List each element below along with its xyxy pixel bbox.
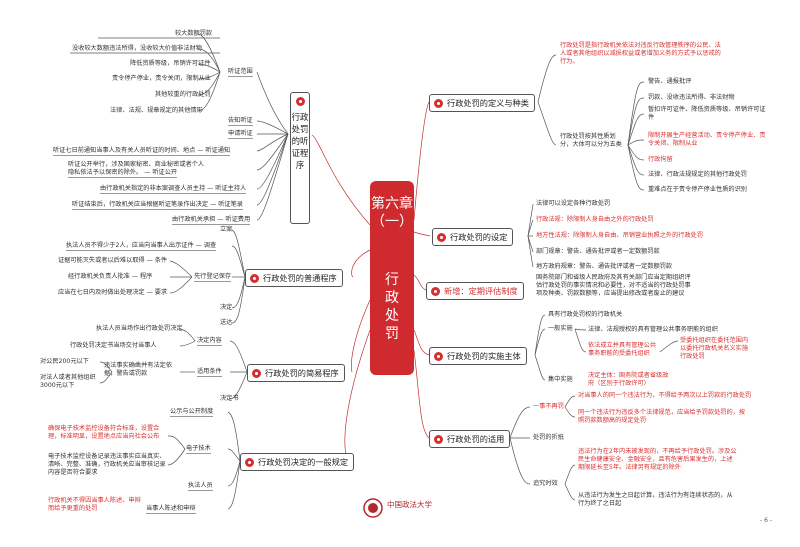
leaf: 警告、通报批评 xyxy=(648,78,692,85)
leaf: 决定主体：国务院或者省级政府（区别于行政许可） xyxy=(588,372,669,387)
leaf: 应当在七日内及时做出处理决定 — 要求 xyxy=(58,289,168,296)
node: 告知听证 xyxy=(228,117,253,126)
node: 电子技术 xyxy=(186,445,211,454)
topic-setting[interactable]: 行政处罚的设定 xyxy=(432,228,514,246)
topic-general-decision-procedure[interactable]: 行政处罚决定的一般规定 xyxy=(240,453,355,471)
leaf: 同一个违法行为违反多个法律规范，应当给予罚款处罚的，按照罚款数额高的规定处罚 xyxy=(578,409,746,424)
leaf: 限制开展生产经营活动、责令停产停业、责令关闭、限制从业 xyxy=(648,132,766,147)
seal-icon xyxy=(363,498,383,518)
node: 当事人陈述和申辩 xyxy=(146,505,196,514)
leaf: 重难点在于责令停产停业性质的识别 xyxy=(648,186,747,193)
topic-hearing-procedure[interactable]: 行政处罚的听证程序 xyxy=(290,92,310,224)
leaf: 行政法规：除限制人身自由之外的行政处罚 xyxy=(536,216,654,223)
node: 听证七日前通知当事人及有关人员听证的时间、地点 — 听证通知 xyxy=(53,147,231,156)
node: 由行政机关指定的非本案调查人员主持 — 听证主持人 xyxy=(100,185,247,194)
topic-implementing-subject[interactable]: 行政处罚的实施主体 xyxy=(429,347,527,365)
leaf: 降低资质等级，吊销许可证件 xyxy=(130,60,211,67)
node: 先行登记保存 xyxy=(194,273,232,282)
node: 决定书 xyxy=(220,395,239,402)
central-topic-chapter: 第六章（一） xyxy=(371,196,413,230)
leaf: 确保电子技术监控设备符合标准，设置合理，标准明显，设置地点应当向社会公布 xyxy=(48,425,160,440)
topic-application[interactable]: 行政处罚的适用 xyxy=(429,430,511,448)
bullet-icon xyxy=(245,457,254,467)
leaf: 行政处罚是指行政机关依法对违反行政管理秩序的公民、法人或者其他组织以减损权益或者… xyxy=(560,42,721,65)
node-hearing-scope: 听证范围 xyxy=(228,68,253,77)
node: 追究时效 xyxy=(533,480,558,487)
leaf: 法律、法规授权的具有管理公共事务职能的组织 xyxy=(588,326,718,333)
node: 处罚的折抵 xyxy=(533,434,564,441)
leaf: 受委托组织在委托范围内以委托行政机关名义实施行政处罚 xyxy=(680,337,749,360)
node: 送达 xyxy=(220,319,233,326)
leaf: 依法成立并具有管理公共事务职能的受委托组织 xyxy=(588,342,657,357)
topic-simple-procedure[interactable]: 行政处罚的简易程序 xyxy=(247,364,345,382)
node: 听证结束后，行政机关应当根据听证笔录作出决定 — 听证笔录 xyxy=(72,201,243,210)
leaf: 对公民200元以下 xyxy=(40,358,89,365)
node: 申请听证 xyxy=(228,130,253,139)
page-number: - 6 - xyxy=(760,517,772,524)
central-topic-title: 行政处罚 xyxy=(385,272,399,342)
leaf: 违法事实确凿并有法定依据，警告或罚款 xyxy=(104,362,173,377)
node: 执法人员 xyxy=(188,482,213,491)
leaf: 法律可以设定各种行政处罚 xyxy=(536,200,611,207)
leaf: 违法行为在2年内未被发现的，不再给予行政处罚。涉及公民生命健康安全、金融安全，且… xyxy=(578,448,737,471)
node: 行政处罚按其性质划分，大体可以分为五类 xyxy=(560,133,622,148)
leaf: 对当事人的同一个违法行为，不得给予两次以上罚款的行政处罚 xyxy=(578,392,752,399)
bullet-icon xyxy=(295,97,305,106)
node: 公示与公开制度 xyxy=(170,408,214,417)
leaf: 法律、法规、规章规定的其他情形 xyxy=(110,107,203,114)
central-topic: 第六章（一） 行政处罚 xyxy=(370,181,414,375)
topic-general-procedure[interactable]: 行政处罚的普通程序 xyxy=(245,269,343,287)
leaf: 较大数额罚款 xyxy=(175,30,213,37)
leaf: 证据可能灭失或者以后难以取得 — 条件 xyxy=(58,257,168,264)
leaf: 暂扣许可证件、降低资质等级、吊销许可证件 xyxy=(648,106,766,121)
leaf: 没收较大数额违法所得，没收较大价值非法财物 xyxy=(72,45,202,52)
leaf: 法律、行政法规规定的其他行政处罚 xyxy=(648,171,747,178)
leaf: 地方性法规：除限制人身自由、吊销营业执照之外的行政处罚 xyxy=(536,232,704,239)
node: 执法人员不得少于2人，应当向当事人出示证件 — 调查 xyxy=(66,242,217,251)
leaf: 地方政府规章：警告、通告批评或者一定数额罚款 xyxy=(536,263,673,270)
leaf: 隐私依法予以保密的除外。 — 听证公开 xyxy=(68,169,178,178)
leaf: 对法人或者其他组织3000元以下 xyxy=(40,374,96,389)
node: 一事不再罚 xyxy=(533,403,564,410)
bullet-icon xyxy=(252,368,261,378)
node: 适用条件 xyxy=(197,368,222,377)
node: 立案 xyxy=(220,226,233,233)
node: 由行政机关承担 — 听证费用 xyxy=(172,216,251,225)
node: 决定内容 xyxy=(197,337,222,346)
bullet-icon xyxy=(437,232,446,242)
leaf: 国务院部门和省级人民政府及其有关部门应当定期组织评估行政处罚的事实情况和必要性，… xyxy=(536,274,691,297)
bullet-icon xyxy=(434,434,443,444)
topic-definition-types[interactable]: 行政处罚的定义与种类 xyxy=(429,94,535,112)
leaf: 行政处罚决定书当场交付当事人 xyxy=(70,342,157,349)
bullet-icon xyxy=(434,351,443,361)
leaf: 经行政机关负责人批准 — 程序 xyxy=(68,273,153,280)
leaf: 听证公开举行，涉及国家秘密、商业秘密或者个人 xyxy=(68,161,205,168)
logo-text: 中国政法大学 xyxy=(387,500,432,509)
university-logo: 中国政法大学 xyxy=(363,497,443,523)
leaf: 行政机关不得因当事人陈述、申辩而给予更重的处罚 xyxy=(48,497,141,512)
leaf: 具有行政处罚权的行政机关 xyxy=(548,311,623,318)
leaf: 电子技术监控设备记录违法事实应当真实、清晰、完整、准确，行政机关应当审核记录内容… xyxy=(48,453,166,476)
topic-new-evaluation[interactable]: 新增：定期评估制度 xyxy=(426,282,524,300)
leaf: 执法人员当场作出行政处罚决定 xyxy=(96,325,183,332)
bullet-icon xyxy=(250,273,259,283)
node: 一般实施 xyxy=(548,325,573,332)
node: 集中实施 xyxy=(548,376,573,383)
leaf: 行政拘留 xyxy=(648,156,673,163)
leaf: 从违法行为发生之日起计算，违法行为有连续状态的，从行为终了之日起 xyxy=(578,492,733,507)
leaf: 部门规章：警告、通告批评或者一定数额罚款 xyxy=(536,248,660,255)
leaf: 责令停产停业，责令关闭，限制从业 xyxy=(112,75,211,82)
leaf: 罚款、没收违法所得、非法财物 xyxy=(648,94,735,101)
bullet-icon xyxy=(431,286,440,296)
node: 决定 xyxy=(220,304,233,311)
bullet-icon xyxy=(434,98,443,108)
leaf: 其他较重的行政处罚 xyxy=(155,91,211,98)
